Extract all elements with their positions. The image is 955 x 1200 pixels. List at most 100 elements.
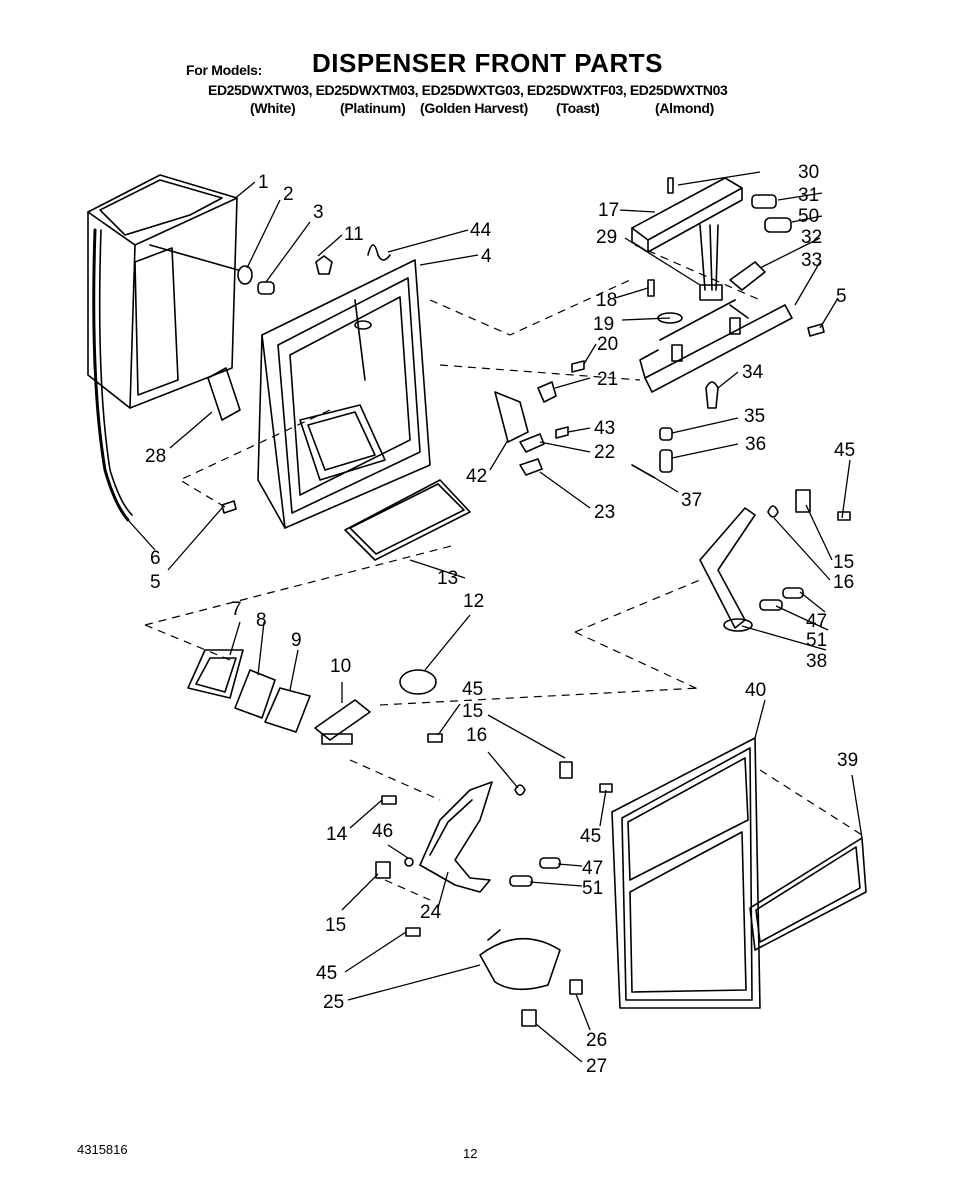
callout-7: 7 bbox=[231, 599, 242, 620]
callout-8: 8 bbox=[256, 610, 267, 631]
part-42-lever bbox=[494, 391, 529, 443]
color-toast: (Toast) bbox=[556, 100, 600, 116]
part-51 bbox=[759, 599, 783, 611]
part-4-housing bbox=[257, 244, 431, 529]
document-number: 4315816 bbox=[77, 1142, 128, 1157]
part-1-bin bbox=[87, 174, 239, 522]
part-28-strip bbox=[207, 367, 241, 421]
part-20 bbox=[571, 360, 585, 373]
part-12-actuator bbox=[399, 669, 437, 695]
part-10-switch bbox=[314, 699, 371, 745]
callout-51: 51 bbox=[806, 630, 827, 651]
callout-50: 50 bbox=[798, 206, 819, 227]
part-35 bbox=[659, 427, 673, 441]
part-17-bracket bbox=[631, 177, 743, 253]
part-18 bbox=[647, 279, 655, 297]
callout-45: 45 bbox=[316, 963, 337, 984]
callout-38: 38 bbox=[806, 651, 827, 672]
callout-37: 37 bbox=[681, 490, 702, 511]
callout-30: 30 bbox=[798, 162, 819, 183]
callout-33: 33 bbox=[801, 250, 822, 271]
callout-45: 45 bbox=[462, 679, 483, 700]
callout-19: 19 bbox=[593, 314, 614, 335]
part-21 bbox=[537, 381, 557, 403]
part-15-lower-right bbox=[559, 761, 573, 779]
part-3-sleeve bbox=[257, 281, 275, 295]
part-36 bbox=[659, 449, 673, 473]
callout-18: 18 bbox=[596, 290, 617, 311]
callout-42: 42 bbox=[466, 466, 487, 487]
callout-13: 13 bbox=[437, 568, 458, 589]
callout-15: 15 bbox=[462, 701, 483, 722]
part-26 bbox=[569, 979, 583, 995]
callout-28: 28 bbox=[145, 446, 166, 467]
color-white: (White) bbox=[250, 100, 296, 116]
part-8-lens bbox=[234, 669, 276, 719]
part-22 bbox=[519, 433, 545, 453]
callout-21: 21 bbox=[597, 369, 618, 390]
callout-9: 9 bbox=[291, 630, 302, 651]
part-24-lever bbox=[419, 781, 493, 893]
part-30-screw bbox=[667, 177, 674, 194]
callout-51: 51 bbox=[582, 878, 603, 899]
callout-45: 45 bbox=[580, 826, 601, 847]
callout-24: 24 bbox=[420, 902, 442, 923]
part-47 bbox=[782, 587, 804, 599]
page-title: DISPENSER FRONT PARTS bbox=[312, 48, 663, 78]
callout-25: 25 bbox=[323, 992, 344, 1013]
part-drawings bbox=[87, 174, 867, 1027]
callout-23: 23 bbox=[594, 502, 615, 523]
model-numbers: ED25DWXTW03, ED25DWXTM03, ED25DWXTG03, E… bbox=[208, 82, 728, 98]
part-14 bbox=[381, 795, 397, 805]
part-15-clip bbox=[795, 489, 811, 513]
callout-35: 35 bbox=[744, 406, 765, 427]
callout-22: 22 bbox=[594, 442, 615, 463]
callout-32: 32 bbox=[801, 227, 822, 248]
callout-17: 17 bbox=[598, 200, 619, 221]
color-golden-harvest: (Golden Harvest) bbox=[420, 100, 528, 116]
part-34 bbox=[705, 381, 719, 409]
callout-15: 15 bbox=[833, 552, 854, 573]
part-23 bbox=[519, 458, 543, 476]
callout-26: 26 bbox=[586, 1030, 607, 1051]
callout-15: 15 bbox=[325, 915, 346, 936]
callout-20: 20 bbox=[597, 334, 618, 355]
callout-16: 16 bbox=[833, 572, 854, 593]
callout-16: 16 bbox=[466, 725, 487, 746]
callout-34: 34 bbox=[742, 362, 764, 383]
leader-lines bbox=[127, 171, 863, 1063]
part-7-bezel bbox=[187, 649, 244, 699]
callout-11: 11 bbox=[344, 224, 364, 245]
callout-44: 44 bbox=[470, 220, 492, 241]
part-13-grille bbox=[344, 479, 471, 561]
callout-36: 36 bbox=[745, 434, 766, 455]
part-5-screw-right bbox=[807, 323, 825, 337]
part-47-lower bbox=[539, 857, 561, 869]
part-46-washer bbox=[404, 857, 414, 867]
callout-29: 29 bbox=[596, 227, 617, 248]
part-15-lower-clip bbox=[375, 861, 391, 879]
callout-45: 45 bbox=[834, 440, 855, 461]
color-almond: (Almond) bbox=[655, 100, 715, 116]
callout-43: 43 bbox=[594, 418, 615, 439]
part-51-lower bbox=[509, 875, 533, 887]
callout-39: 39 bbox=[837, 750, 858, 771]
part-31 bbox=[751, 194, 777, 209]
page-number: 12 bbox=[463, 1146, 478, 1161]
callout-46: 46 bbox=[372, 821, 393, 842]
part-33-bracket bbox=[639, 299, 793, 393]
assembly-lines bbox=[144, 244, 863, 901]
callout-40: 40 bbox=[745, 680, 766, 701]
part-5-screw bbox=[221, 500, 237, 514]
callout-5: 5 bbox=[836, 286, 847, 307]
part-43 bbox=[555, 426, 569, 439]
part-27 bbox=[521, 1009, 537, 1027]
callout-14: 14 bbox=[326, 824, 348, 845]
part-11 bbox=[315, 255, 333, 275]
part-39-gasket bbox=[749, 837, 867, 951]
part-32 bbox=[729, 261, 766, 291]
part-45-bottom bbox=[405, 927, 421, 937]
part-45-lower bbox=[427, 733, 443, 743]
for-models-label: For Models: bbox=[186, 62, 263, 78]
